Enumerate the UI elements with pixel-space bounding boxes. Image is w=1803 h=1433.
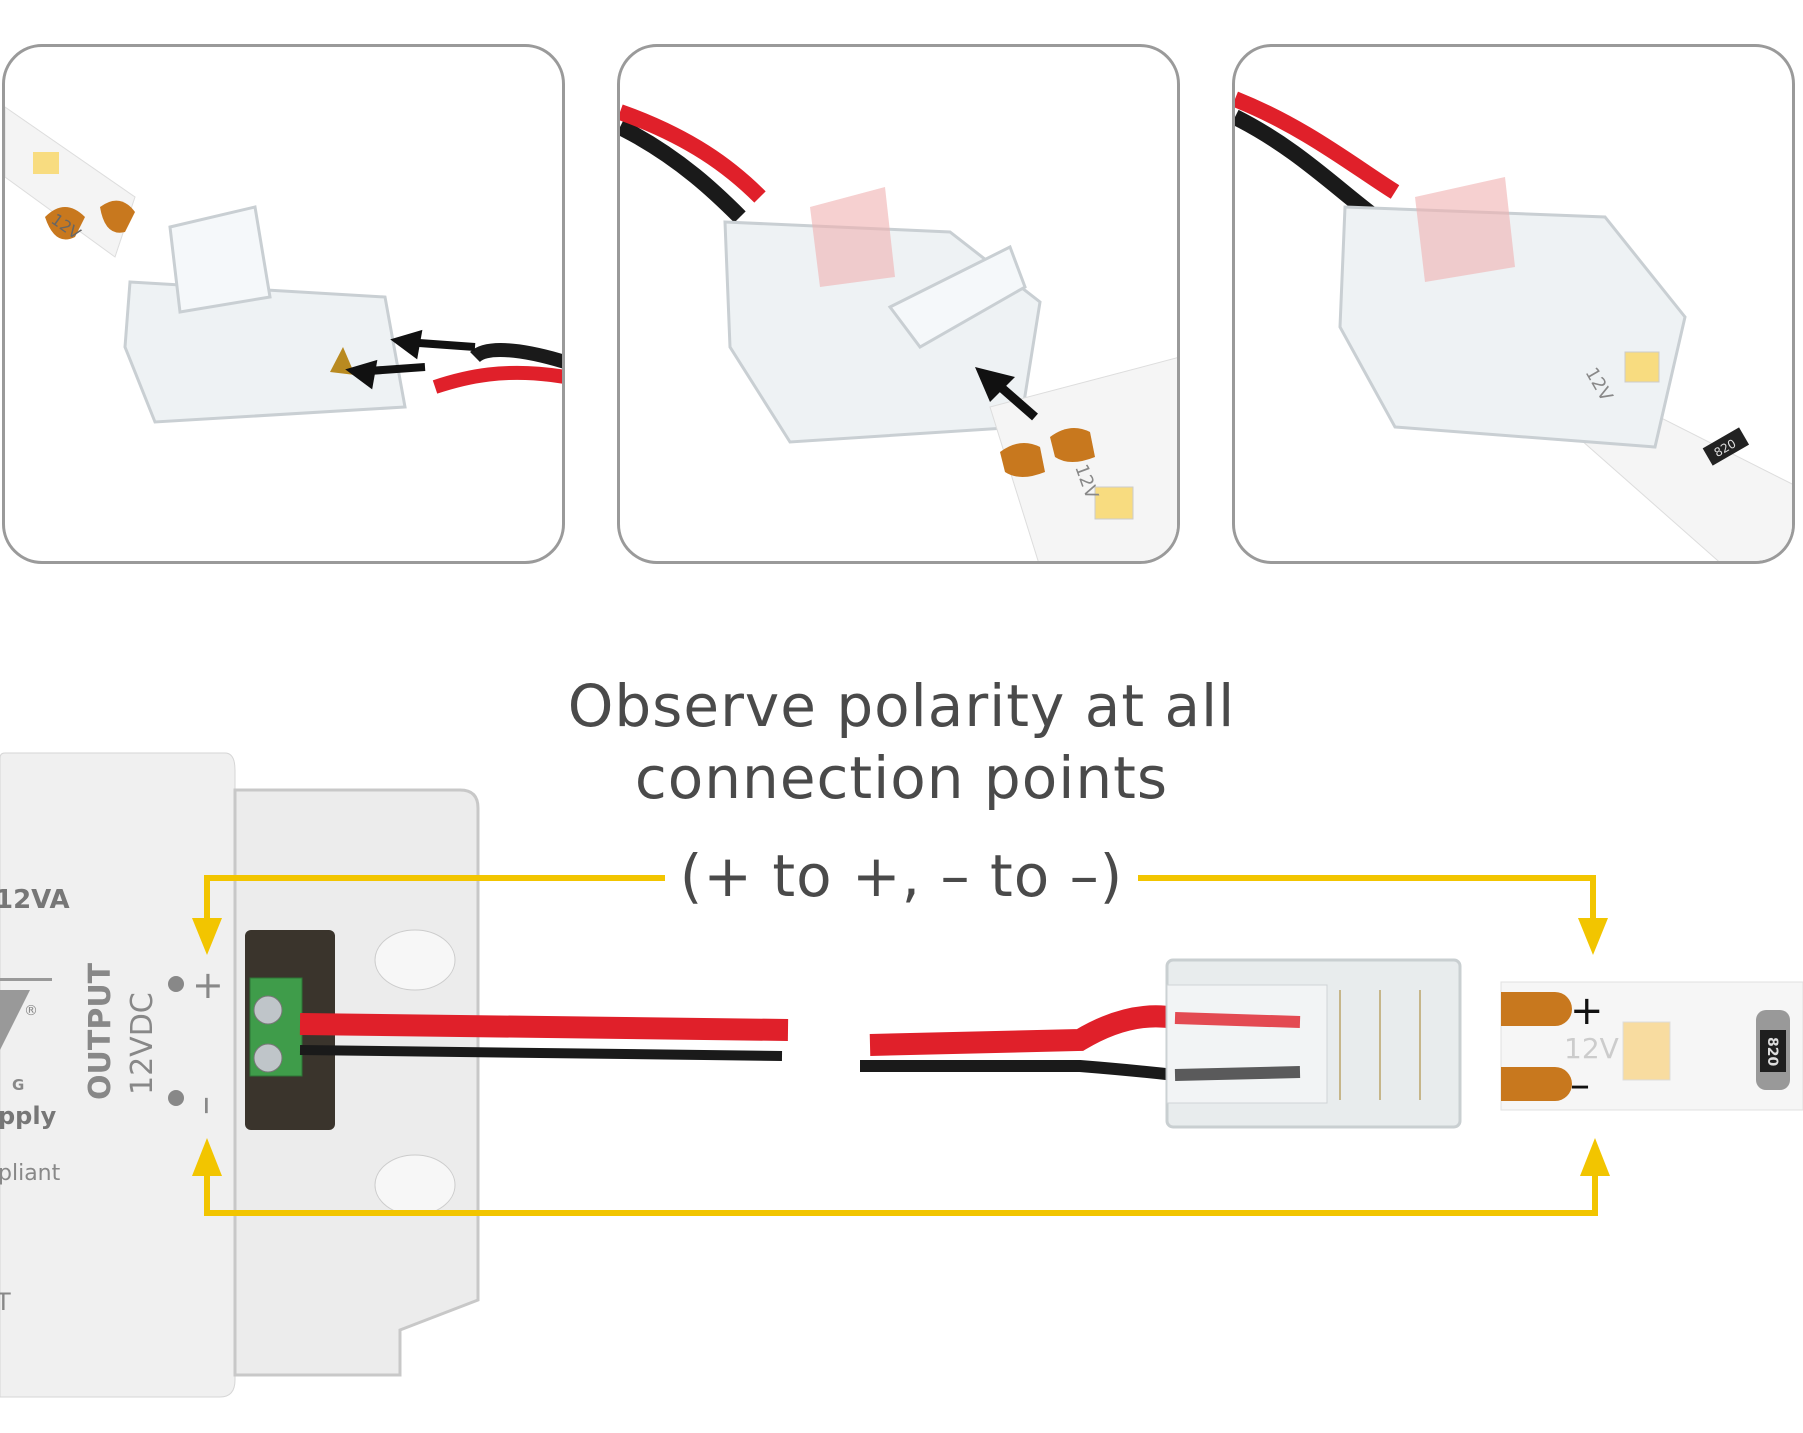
strip-voltage-label: 12V [1564,1032,1619,1065]
wire-left [299,1013,789,1061]
wire-right [860,1005,1177,1081]
step-1-panel: 12V [2,44,565,564]
psu-plus-terminal: + [192,963,224,1007]
psu-brand-letter: G [12,1076,24,1094]
psu-label-compliant: pliant [0,1161,61,1186]
step-3-panel: 12V 820 [1232,44,1795,564]
led-strip [1500,981,1803,1111]
step-2-panel: 12V [617,44,1180,564]
strip-resistor-code: 820 [1764,1037,1780,1066]
arrow-up-icon [1580,1138,1610,1176]
strip-minus-label: – [1570,1062,1590,1108]
caption-line-3: (+ to +, – to –) [679,842,1124,910]
psu-registered-mark: ® [24,1003,38,1019]
step-1-illustration: 12V [5,106,562,424]
resistor [1702,427,1750,466]
caption-line-1: Observe polarity at all [567,672,1236,740]
arrow-down-icon [192,918,222,955]
led-chip [1622,1021,1671,1081]
step-2-illustration: 12V [620,104,1177,561]
psu-minus-terminal: – [187,1096,231,1115]
polarity-arrows [204,875,1598,1216]
strip-plus-label: + [1570,988,1604,1034]
psu-output-label: OUTPUT [83,962,118,1100]
caption-line-2: connection points [634,744,1169,812]
psu-label-bottom: T [0,1288,11,1316]
minus-arrow-line [204,1160,1598,1216]
psu-label-supply: pply [0,1102,57,1130]
arrow-up-icon [192,1138,222,1176]
arrow-down-icon [1578,918,1608,955]
psu-voltage-label: 12VDC [125,992,160,1095]
strip-connector [1165,958,1462,1129]
step-3-illustration: 12V 820 [1235,91,1792,561]
